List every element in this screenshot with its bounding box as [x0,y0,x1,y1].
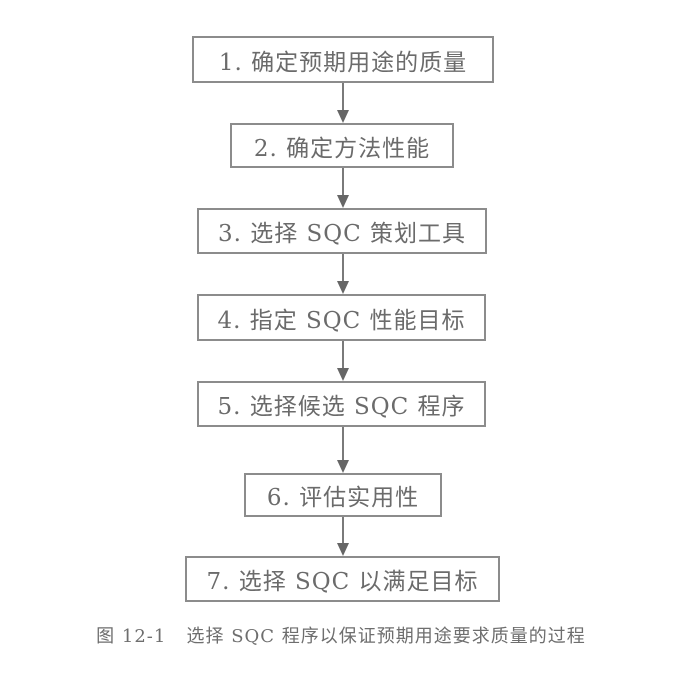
flow-step-4-label: 4. 指定 SQC 性能目标 [217,307,466,334]
arrow-down-icon [337,168,349,208]
flow-step-4: 4. 指定 SQC 性能目标 [197,294,486,341]
flow-step-1-label: 1. 确定预期用途的质量 [218,49,468,76]
figure-caption: 图 12-1 选择 SQC 程序以保证预期用途要求质量的过程 [96,626,586,647]
flow-step-1: 1. 确定预期用途的质量 [192,36,494,83]
arrow-down-icon [337,83,349,123]
flow-step-3: 3. 选择 SQC 策划工具 [197,208,487,254]
flow-step-7: 7. 选择 SQC 以满足目标 [185,556,500,602]
flow-step-6-label: 6. 评估实用性 [266,485,420,511]
arrow-down-icon [337,517,349,556]
arrow-down-icon [337,254,349,294]
arrow-down-icon [337,341,349,381]
arrow-down-icon [337,427,349,473]
flow-step-2-label: 2. 确定方法性能 [253,135,431,162]
flow-step-5-label: 5. 选择候选 SQC 程序 [217,394,466,420]
flow-step-2: 2. 确定方法性能 [230,123,454,168]
flow-step-7-label: 7. 选择 SQC 以满足目标 [206,569,479,595]
flow-step-5: 5. 选择候选 SQC 程序 [197,381,486,427]
flow-step-3-label: 3. 选择 SQC 策划工具 [217,221,467,247]
flow-step-6: 6. 评估实用性 [244,473,442,517]
